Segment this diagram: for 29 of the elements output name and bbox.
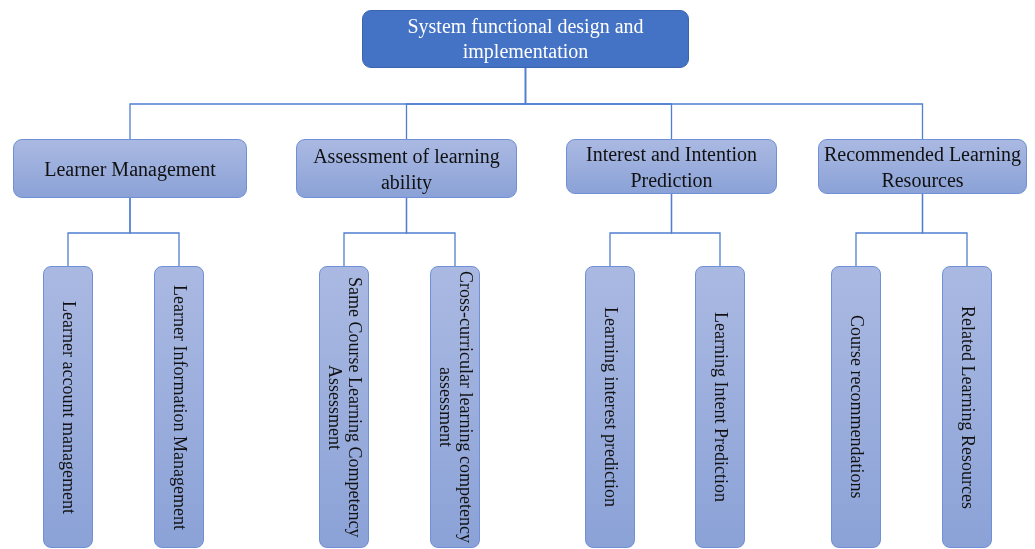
node-label: Learner account management [58, 300, 78, 514]
connector-line [524, 67, 924, 140]
node-label: Learning Intent Prediction [710, 312, 730, 502]
node-label: Course recommendations [846, 315, 866, 499]
root-box [362, 10, 689, 68]
function-box [695, 266, 745, 548]
node-label: Learner Management [44, 156, 216, 182]
node-label: Recommended Learning Resources [822, 141, 1023, 193]
node-label: Cross-curricular learning competency assessment [435, 270, 475, 545]
connector-line [921, 193, 968, 267]
node-label: Related Learning Resources [957, 305, 977, 509]
category-box [13, 139, 247, 198]
category-box [296, 139, 517, 198]
connector-line [129, 197, 180, 267]
node-label: System functional design and implementation [406, 14, 645, 64]
connector-line [405, 197, 456, 267]
node-label: Assessment of learning ability [312, 143, 501, 195]
function-box [585, 266, 635, 548]
function-box [831, 266, 881, 548]
node-label: Same Course Learning Competency Assessment [324, 275, 364, 540]
connector-line [670, 193, 721, 267]
category-box [566, 139, 777, 194]
node-label: Interest and Intention Prediction [584, 141, 759, 193]
function-box [942, 266, 992, 548]
function-box [319, 266, 369, 548]
function-box [154, 266, 204, 548]
node-label: Learning interest prediction [600, 307, 620, 507]
function-box [43, 266, 93, 548]
node-label: Learner Information Management [169, 284, 189, 530]
